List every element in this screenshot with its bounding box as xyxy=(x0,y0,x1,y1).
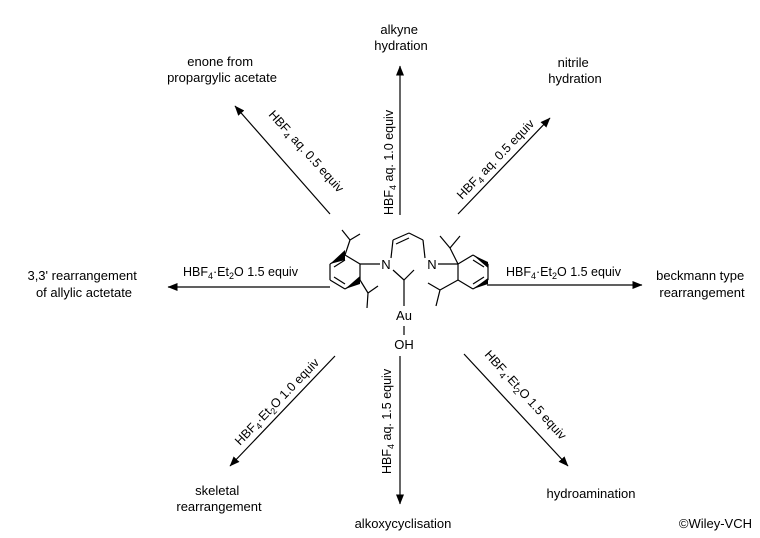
condition-enone: HBF4 aq. 0.5 equiv xyxy=(264,108,347,197)
bold-wedge-bonds xyxy=(330,250,488,289)
product-alkoxycyclisation: alkoxycyclisation xyxy=(355,516,452,531)
reaction-arrows xyxy=(167,65,643,505)
condition-alkyne-hydration: HBF4 aq. 1.0 equiv xyxy=(382,109,398,215)
product-hydroamination: hydroamination xyxy=(547,486,636,501)
product-alkyne-hydration: alkyne hydration xyxy=(374,22,427,53)
arrow-hydroamination xyxy=(463,353,569,467)
arrow-skeletal-rearrangement xyxy=(229,355,336,467)
condition-alkoxycyclisation: HBF4 aq. 1.5 equiv xyxy=(380,368,396,474)
hydroxide-label: OH xyxy=(394,337,414,352)
arrow-nitrile-hydration xyxy=(457,117,551,215)
nitrogen-right-label: N xyxy=(427,257,436,272)
copyright-notice: ©Wiley-VCH xyxy=(679,516,752,531)
condition-nitrile-hydration: HBF4 aq. 0.5 equiv xyxy=(454,116,539,203)
product-enone: enone from propargylic acetate xyxy=(167,54,277,85)
product-nitrile-hydration: nitrile hydration xyxy=(548,55,601,86)
arrow-enone xyxy=(234,105,331,215)
condition-skeletal-rearrangement: HBF4·Et2O 1.0 equiv xyxy=(232,355,324,449)
condition-allylic-rearrangement: HBF4·Et2O 1.5 equiv xyxy=(183,265,299,281)
condition-beckmann: HBF4·Et2O 1.5 equiv xyxy=(506,265,622,281)
product-skeletal-rearrangement: skeletal rearrangement xyxy=(176,483,262,514)
gold-atom-label: Au xyxy=(396,308,412,323)
product-beckmann: beckmann type rearrangement xyxy=(656,268,748,300)
nitrogen-left-label: N xyxy=(381,257,390,272)
product-allylic-rearrangement: 3,3' rearrangement of allylic actetate xyxy=(27,268,140,300)
condition-hydroamination: HBF4·Et2O 1.5 equiv xyxy=(480,348,569,445)
